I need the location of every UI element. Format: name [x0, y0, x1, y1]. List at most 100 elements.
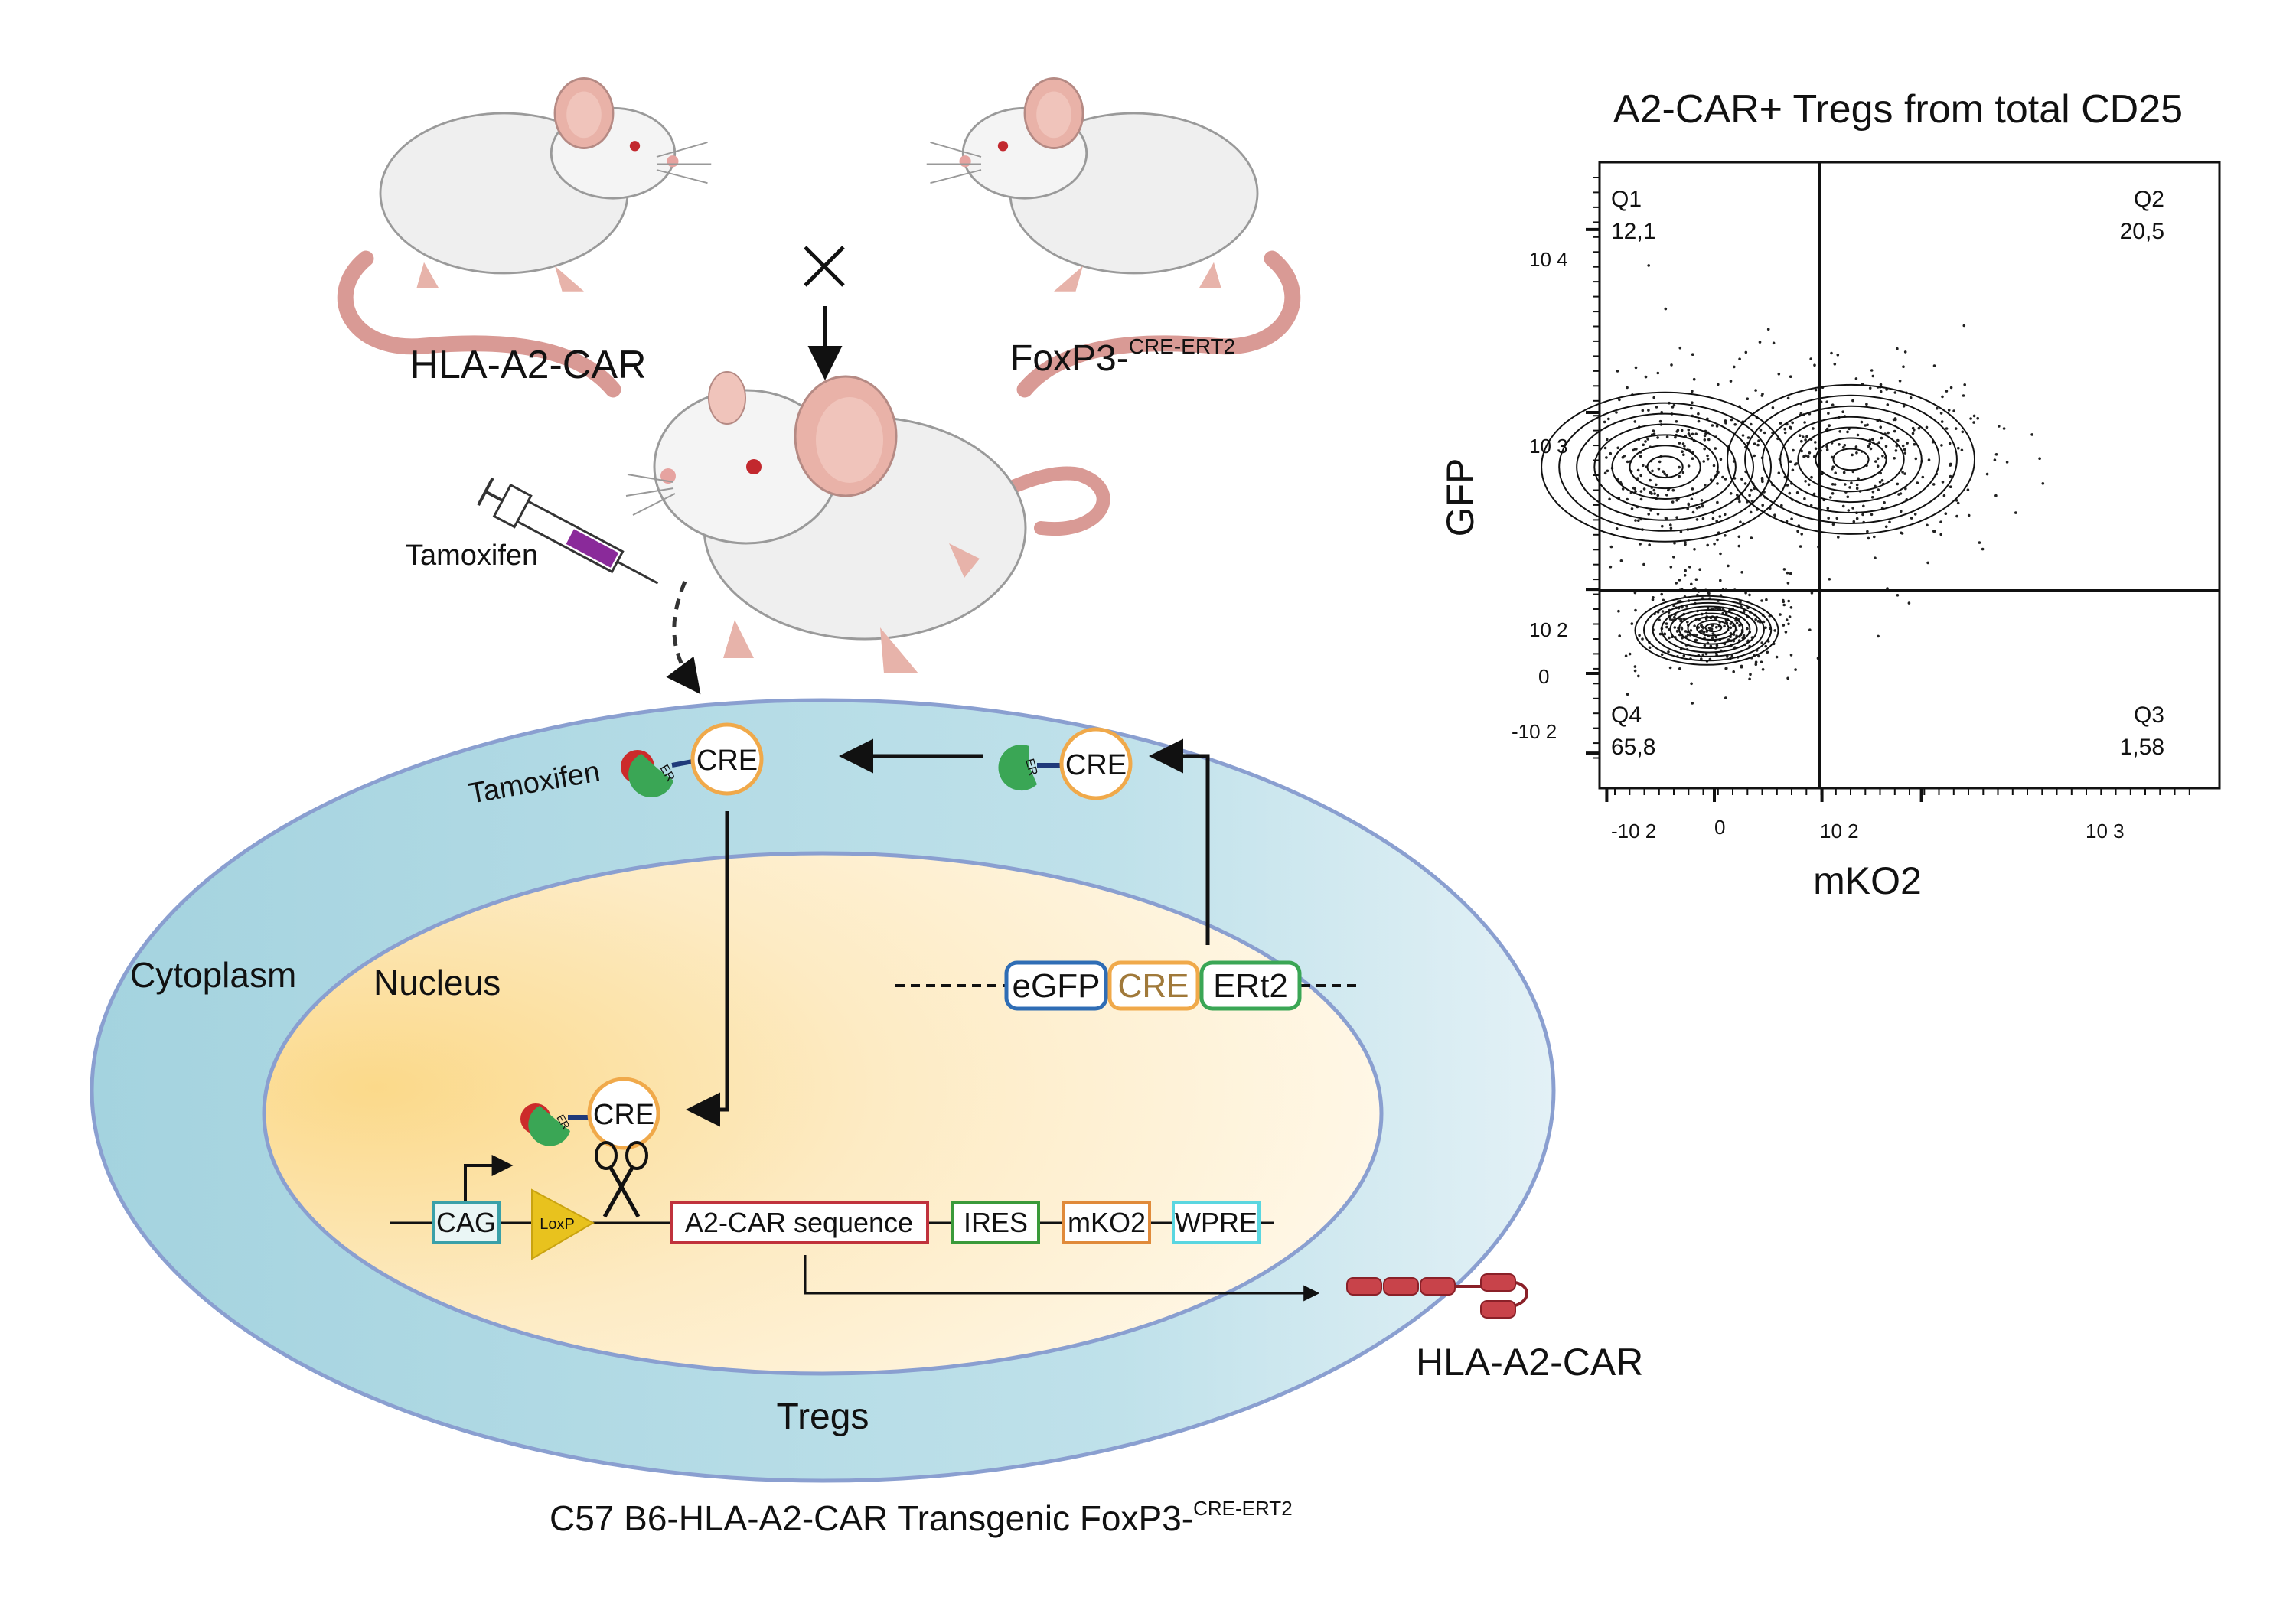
- event-dot: [1750, 536, 1753, 539]
- event-dot: [1661, 610, 1665, 613]
- event-dot: [1609, 565, 1613, 569]
- event-dot: [1673, 541, 1676, 545]
- ert2-box: [1199, 960, 1302, 1011]
- event-dot: [1844, 483, 1847, 486]
- event-dot: [1838, 430, 1841, 433]
- event-dot: [1691, 353, 1694, 357]
- event-dot: [1760, 660, 1763, 663]
- cre-circle-3: [587, 1077, 660, 1150]
- event-dot: [1783, 431, 1787, 435]
- event-dot: [1660, 592, 1663, 596]
- event-dot: [1753, 454, 1756, 458]
- event-dot: [1800, 533, 1803, 536]
- event-dot: [1624, 654, 1628, 657]
- event-dot: [1683, 445, 1686, 448]
- event-dot: [1939, 533, 1942, 536]
- event-dot: [1652, 488, 1656, 492]
- event-dot: [1888, 520, 1891, 524]
- event-dot: [1702, 460, 1705, 463]
- event-dot: [1678, 617, 1681, 621]
- product-label: HLA-A2-CAR: [1416, 1341, 1643, 1384]
- event-dot: [1808, 628, 1812, 631]
- event-dot: [1673, 615, 1676, 619]
- event-dot: [1748, 677, 1751, 681]
- event-dot: [1942, 494, 1946, 497]
- event-dot: [1831, 403, 1835, 406]
- quadrant-q2-name: Q2: [2134, 187, 2164, 212]
- event-dot: [1691, 702, 1694, 705]
- event-dot: [1851, 399, 1854, 403]
- event-dot: [2005, 461, 2009, 464]
- cre-label-3: CRE: [593, 1099, 654, 1131]
- event-dot: [1707, 438, 1711, 442]
- event-dot: [1686, 621, 1689, 624]
- event-dot: [1638, 634, 1641, 637]
- wpre-label: WPRE: [1175, 1207, 1257, 1238]
- event-dot: [1855, 451, 1858, 455]
- tick-label-x-10-2: 10 2: [1820, 820, 1859, 843]
- event-dot: [1757, 654, 1760, 658]
- mko2-label: mKO2: [1068, 1207, 1146, 1238]
- event-dot: [1869, 447, 1873, 451]
- event-dot: [1831, 492, 1835, 495]
- event-dot: [1652, 432, 1656, 435]
- event-dot: [1910, 517, 1913, 520]
- event-dot: [1648, 646, 1652, 650]
- event-dot: [1893, 391, 1897, 394]
- event-dot: [1952, 409, 1955, 412]
- event-dot: [1789, 375, 1792, 379]
- event-dot: [1704, 484, 1707, 487]
- event-dot: [1694, 634, 1698, 637]
- event-dot: [1765, 598, 1768, 601]
- event-dot: [1695, 518, 1699, 521]
- event-dot: [1656, 371, 1660, 375]
- chart-title: A2-CAR+ Tregs from total CD25: [1613, 87, 2183, 132]
- density-contour-line: [1541, 391, 1790, 543]
- event-dot: [1831, 483, 1835, 486]
- x-axis-ticks: [1605, 788, 2190, 802]
- event-dot: [1688, 434, 1691, 438]
- event-dot: [1739, 600, 1742, 604]
- density-contour-line: [1762, 405, 1940, 514]
- event-dot: [1981, 547, 1985, 551]
- event-dot: [1966, 488, 1970, 491]
- density-contour-line: [1815, 437, 1887, 482]
- event-dot: [1786, 582, 1790, 585]
- event-dot: [1647, 264, 1650, 267]
- event-dot: [1902, 365, 1905, 369]
- event-dot: [1754, 618, 1757, 621]
- event-dot: [1827, 517, 1830, 520]
- event-dot: [1703, 644, 1707, 647]
- event-dot: [1879, 383, 1883, 386]
- event-dot: [1847, 509, 1851, 512]
- event-dot: [1896, 438, 1900, 442]
- event-dot: [1750, 422, 1753, 426]
- event-dot: [1756, 443, 1760, 447]
- event-dot: [1711, 517, 1715, 520]
- quadrant-q1-value: 12,1: [1611, 219, 1655, 244]
- event-dot: [1841, 446, 1845, 449]
- er-label-2: ER: [1022, 758, 1039, 777]
- event-dot: [1955, 514, 1958, 518]
- event-dot: [1855, 483, 1859, 487]
- quadrant-q3-value: 1,58: [2120, 735, 2164, 760]
- event-dot: [1857, 477, 1860, 481]
- event-dot: [1903, 472, 1906, 475]
- event-dot: [1683, 574, 1687, 577]
- ert2-label: ERt2: [1213, 967, 1288, 1005]
- event-dot: [1880, 436, 1883, 440]
- event-dot: [1619, 559, 1623, 562]
- event-dot: [1634, 490, 1637, 493]
- tick-label-y-neg-10-2: -10 2: [1512, 720, 1557, 743]
- event-dot: [1779, 422, 1782, 425]
- event-dot: [1898, 380, 1902, 383]
- event-dot: [1675, 516, 1678, 519]
- event-dot: [1948, 442, 1952, 445]
- event-dot: [1827, 412, 1830, 415]
- event-dot: [1754, 389, 1757, 392]
- event-dot: [1749, 510, 1753, 514]
- tick-label-y-10-3: 10 3: [1529, 435, 1568, 458]
- event-dot: [1663, 472, 1666, 475]
- event-dot: [1868, 442, 1871, 445]
- event-dot: [1704, 652, 1708, 656]
